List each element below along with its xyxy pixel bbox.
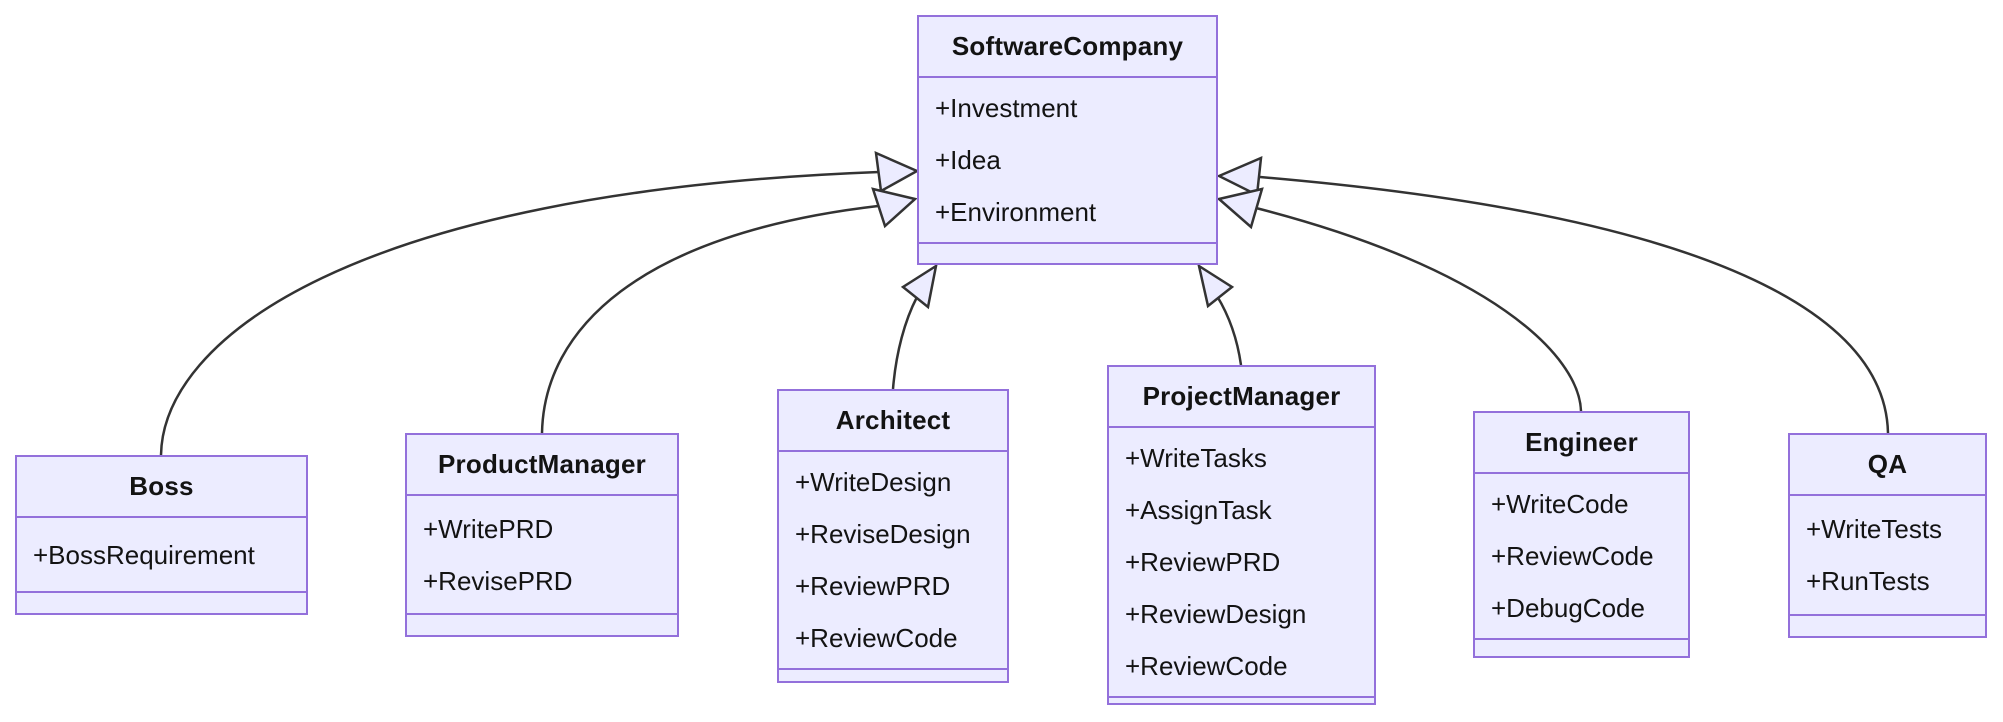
edge-architect-softwarecompany [891, 296, 919, 390]
class-attribute: +ReviewDesign [1125, 599, 1307, 629]
inheritance-arrowhead-boss [874, 150, 920, 193]
class-attribute: +ReviewCode [1125, 651, 1288, 681]
class-box-productmanager: ProductManager +WritePRD +RevisePRD [405, 433, 679, 637]
class-attributes-compartment: +WriteTests +RunTests [1790, 494, 1985, 616]
edge-qa-softwarecompany [1259, 175, 1890, 434]
class-attribute: +Investment [935, 93, 1078, 123]
class-attribute: +ReviseDesign [795, 519, 971, 549]
class-attribute: +BossRequirement [33, 539, 255, 570]
class-methods-compartment-empty [919, 244, 1216, 264]
edge-boss-softwarecompany [159, 170, 880, 456]
inheritance-arrowhead-engineer [1216, 187, 1264, 230]
class-attribute: +DebugCode [1491, 593, 1645, 623]
class-methods-compartment-empty [1475, 640, 1688, 660]
inheritance-arrowhead-projectmanager [1197, 263, 1235, 309]
class-attribute: +AssignTask [1125, 495, 1272, 525]
class-attribute: +WriteTests [1806, 514, 1943, 544]
class-attribute: +ReviewPRD [795, 571, 951, 601]
edge-productmanager-softwarecompany [540, 204, 879, 434]
class-attribute: +RunTests [1806, 566, 1930, 596]
class-attributes-compartment: +WriteDesign +ReviseDesign +ReviewPRD +Revi… [779, 450, 1007, 670]
class-box-engineer: Engineer +WriteCode +ReviewCode +DebugCode [1473, 411, 1690, 658]
class-attribute: +ReviewCode [1491, 541, 1654, 571]
class-title: SoftwareCompany [951, 31, 1184, 61]
class-methods-compartment-empty [779, 670, 1007, 690]
class-title: QA [1867, 449, 1908, 479]
edge-projectmanager-softwarecompany [1215, 295, 1243, 366]
class-title: Boss [129, 471, 194, 501]
class-methods-compartment-empty [1790, 616, 1985, 636]
class-box-boss: Boss +BossRequirement [15, 455, 308, 615]
class-attribute: +Idea [935, 145, 1001, 175]
class-attributes-compartment: +WriteTasks +AssignTask +ReviewPRD +ReviewD… [1109, 426, 1374, 698]
class-attribute: +WritePRD [423, 513, 554, 544]
inheritance-arrowhead-qa [1216, 156, 1263, 197]
inheritance-arrowhead-productmanager [871, 187, 918, 229]
class-attributes-compartment: +WritePRD +RevisePRD [407, 494, 677, 615]
class-methods-compartment-empty [17, 593, 306, 613]
class-attribute: +ReviewPRD [1125, 547, 1281, 577]
class-attribute: +WriteTasks [1125, 443, 1267, 473]
class-methods-compartment-empty [1109, 698, 1374, 718]
class-box-projectmanager: ProjectManager +WriteTasks +AssignTask +Re… [1107, 365, 1376, 705]
class-attribute: +ReviewCode [795, 623, 958, 653]
class-title: ProjectManager [1142, 381, 1341, 411]
class-title: ProductManager [438, 449, 646, 479]
class-box-qa: QA +WriteTests +RunTests [1788, 433, 1987, 638]
class-attribute: +Environment [935, 197, 1097, 227]
class-attribute: +RevisePRD [423, 565, 573, 596]
class-attributes-compartment: +Investment +Idea +Environment [919, 76, 1216, 244]
class-attributes-compartment: +BossRequirement [17, 516, 306, 593]
class-attribute: +WriteDesign [795, 467, 952, 497]
class-attributes-compartment: +WriteCode +ReviewCode +DebugCode [1475, 472, 1688, 640]
edge-engineer-softwarecompany [1255, 206, 1583, 412]
inheritance-arrowhead-architect [900, 263, 938, 310]
class-methods-compartment-empty [407, 615, 677, 635]
class-box-softwarecompany: SoftwareCompany +Investment +Idea +Environ… [917, 15, 1218, 265]
class-box-architect: Architect +WriteDesign +ReviseDesign +Revi… [777, 389, 1009, 683]
class-attribute: +WriteCode [1491, 489, 1629, 519]
class-title: Engineer [1525, 427, 1638, 457]
class-title: Architect [835, 405, 951, 435]
